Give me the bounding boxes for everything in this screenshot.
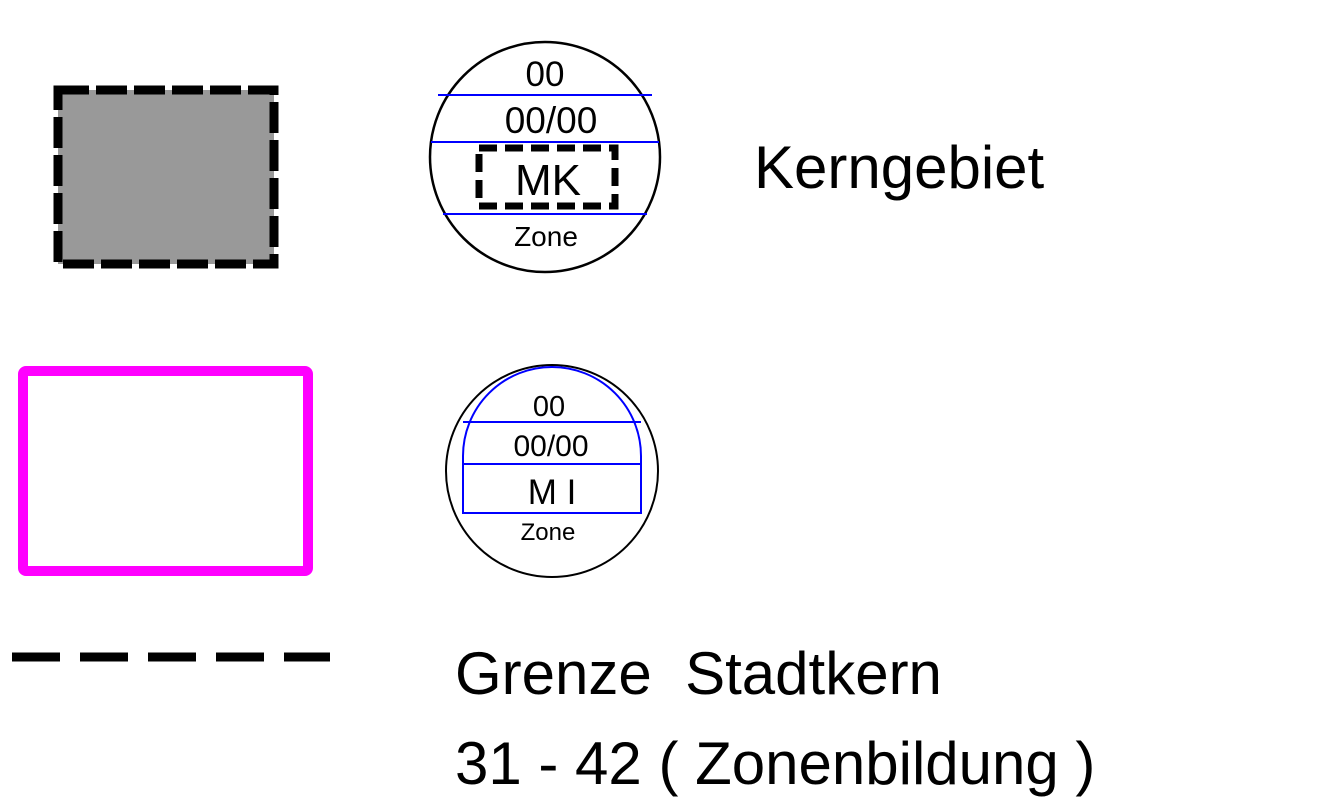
mi-zone-symbol: 00 00/00 M I Zone xyxy=(445,364,659,578)
legend-row-kerngebiet: 00 00/00 MK Zone Kerngebiet xyxy=(53,40,1045,274)
mi-symbol-code: M I xyxy=(528,473,577,512)
kerngebiet-symbol-zone: Zone xyxy=(514,221,578,252)
boundary-label-line2: 31 - 42 ( Zonenbildung ) xyxy=(455,730,1095,797)
kerngebiet-swatch xyxy=(53,85,279,269)
kerngebiet-label: Kerngebiet xyxy=(754,134,1045,201)
boundary-label-line1: Grenze Stadtkern xyxy=(455,640,942,707)
kerngebiet-zone-symbol: 00 00/00 MK Zone xyxy=(428,40,662,274)
mi-magenta-outline xyxy=(18,366,313,576)
mi-symbol-zone: Zone xyxy=(521,519,576,546)
legend-row-boundary: Grenze Stadtkern 31 - 42 ( Zonenbildung … xyxy=(12,640,1095,797)
kerngebiet-symbol-code: MK xyxy=(515,156,581,205)
mk-dashed-frame xyxy=(475,144,619,210)
mi-symbol-fraction: 00/00 xyxy=(513,430,588,463)
kerngebiet-symbol-number: 00 xyxy=(526,55,565,94)
kerngebiet-symbol-fraction: 00/00 xyxy=(505,100,598,141)
mi-symbol-number: 00 xyxy=(533,391,565,423)
legend-row-mi: 00 00/00 M I Zone xyxy=(18,364,659,578)
